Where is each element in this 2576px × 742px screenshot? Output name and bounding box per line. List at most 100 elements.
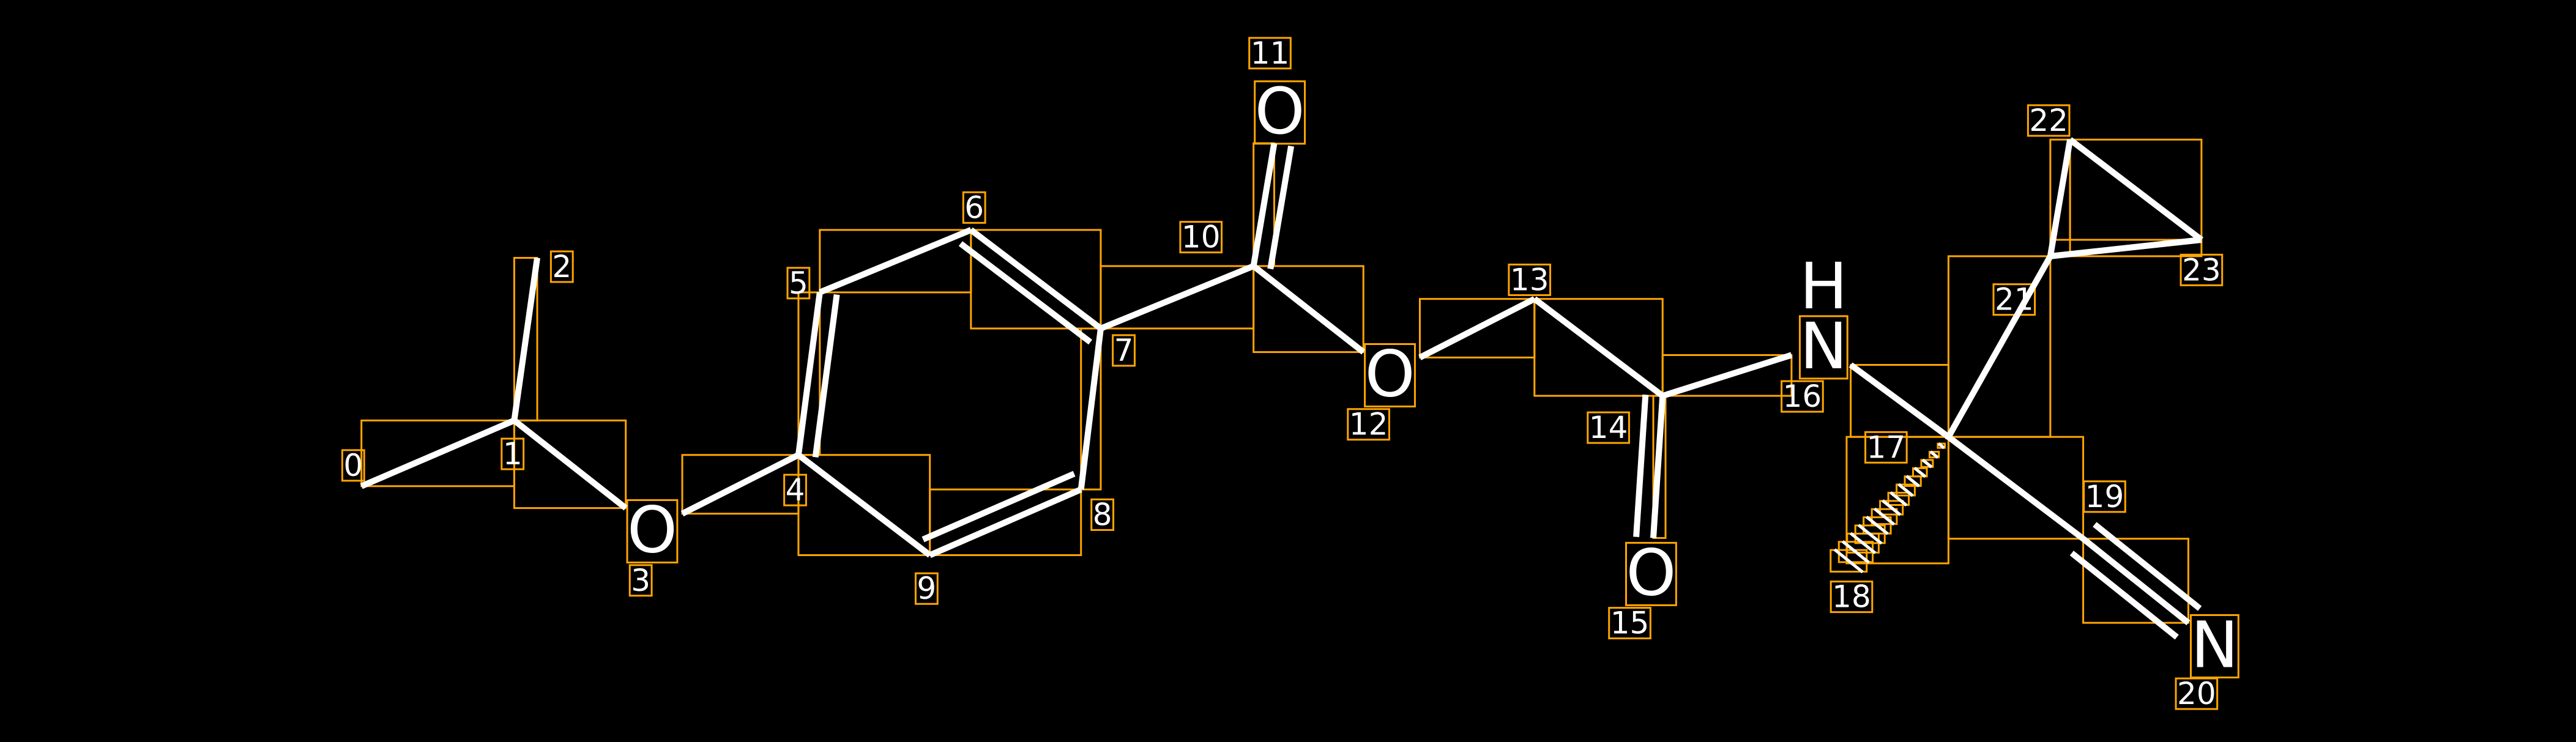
bond-17-21 xyxy=(1946,254,2053,439)
index-box xyxy=(2083,480,2126,513)
hash-line xyxy=(1913,467,1927,478)
bond-line xyxy=(2047,139,2074,257)
hash-box xyxy=(1887,491,1910,506)
index-box xyxy=(2180,253,2224,286)
hash-line xyxy=(1897,483,1914,497)
bond-22-23 xyxy=(2068,137,2203,242)
bond-line xyxy=(818,227,972,295)
bond-4-5 xyxy=(795,292,840,458)
atom-box xyxy=(1364,343,1416,407)
bond-8-9 xyxy=(921,470,1082,558)
index-box xyxy=(628,564,653,597)
index-box xyxy=(501,437,525,470)
index-box xyxy=(549,250,574,283)
hash-box xyxy=(1879,500,1904,516)
atom-index-2: 2 xyxy=(552,249,571,284)
hash-line xyxy=(1929,450,1939,459)
bond-boxes xyxy=(341,37,2239,710)
atom-index-23: 23 xyxy=(2182,252,2221,288)
bond-line xyxy=(795,292,823,456)
index-box xyxy=(1508,263,1552,296)
atom-index-21: 21 xyxy=(1995,282,2034,317)
atom-index-9: 9 xyxy=(917,571,936,606)
bond-box xyxy=(513,419,627,510)
bond-line xyxy=(1661,352,1793,399)
index-box xyxy=(914,572,939,605)
index-box xyxy=(786,267,811,300)
atom-index-19: 19 xyxy=(2085,479,2124,514)
bond-17-18 xyxy=(1833,434,1952,574)
hydrogen-symbol: H xyxy=(1800,249,1847,324)
bond-10-11 xyxy=(1250,143,1295,270)
atom-index-0: 0 xyxy=(343,448,363,483)
bond-line xyxy=(1848,362,1951,440)
atom-symbol-15: O xyxy=(1626,535,1676,610)
atom-index-6: 6 xyxy=(964,190,984,225)
atom-index-17: 17 xyxy=(1867,429,1906,465)
bond-12-13 xyxy=(1418,296,1536,360)
index-box xyxy=(2027,104,2071,137)
bond-1-3 xyxy=(512,418,628,511)
index-box xyxy=(1248,37,1292,70)
hash-box xyxy=(1896,483,1916,497)
atom-index-10: 10 xyxy=(1182,220,1221,255)
bond-14-15 xyxy=(1633,394,1666,538)
bond-line xyxy=(1418,296,1536,360)
index-box xyxy=(1608,607,1651,640)
index-box xyxy=(1112,334,1136,367)
atom-box xyxy=(1254,80,1306,145)
bond-line xyxy=(680,452,800,517)
bond-line xyxy=(796,452,932,558)
bond-line xyxy=(1633,394,1649,537)
bond-line xyxy=(1267,145,1295,270)
bond-line xyxy=(2081,536,2191,626)
atom-symbol-16: N xyxy=(1800,309,1847,384)
bond-7-8 xyxy=(1078,328,1104,490)
hash-line xyxy=(1866,516,1889,535)
bond-box xyxy=(1080,327,1102,491)
index-box xyxy=(1864,431,1908,464)
atom-index-8: 8 xyxy=(1093,497,1112,532)
bond-10-12 xyxy=(1251,264,1366,355)
atom-symbol-11: O xyxy=(1255,74,1305,149)
bond-line xyxy=(921,470,1076,543)
hash-line xyxy=(1841,540,1871,564)
bond-line xyxy=(2050,237,2202,259)
atom-box xyxy=(2189,614,2239,679)
bond-line xyxy=(1251,264,1366,355)
bond-6-7 xyxy=(958,227,1103,345)
bond-line xyxy=(1946,434,2085,541)
atom-symbol-12: O xyxy=(1365,336,1415,411)
atom-box xyxy=(626,499,679,564)
bond-line xyxy=(812,294,840,458)
bond-line xyxy=(1532,296,1665,399)
bonds xyxy=(360,137,2203,640)
bond-7-10 xyxy=(1100,263,1255,332)
hash-box xyxy=(1937,442,1946,449)
bond-3-4 xyxy=(680,452,800,517)
bond-line xyxy=(1650,395,1666,538)
bond-line xyxy=(2068,137,2203,242)
index-box xyxy=(1781,380,1824,413)
bond-box xyxy=(2082,538,2189,624)
atom-index-15: 15 xyxy=(1610,606,1650,641)
atom-index-16: 16 xyxy=(1783,379,1822,414)
index-box xyxy=(2175,677,2219,710)
bond-line xyxy=(512,418,628,511)
hash-line xyxy=(1849,532,1877,555)
index-box xyxy=(1830,581,1874,614)
atom-index-3: 3 xyxy=(631,563,650,598)
bond-5-6 xyxy=(818,227,972,295)
hash-line xyxy=(1833,548,1864,574)
hash-box xyxy=(1904,475,1922,487)
atom-index-4: 4 xyxy=(786,472,805,508)
hash-line xyxy=(1937,442,1945,450)
bond-17-19 xyxy=(1946,434,2085,541)
atom-index-18: 18 xyxy=(1832,579,1871,615)
atom-index-7: 7 xyxy=(1114,333,1134,368)
atom-index-13: 13 xyxy=(1510,262,1549,297)
atom-index-22: 22 xyxy=(2029,103,2068,138)
